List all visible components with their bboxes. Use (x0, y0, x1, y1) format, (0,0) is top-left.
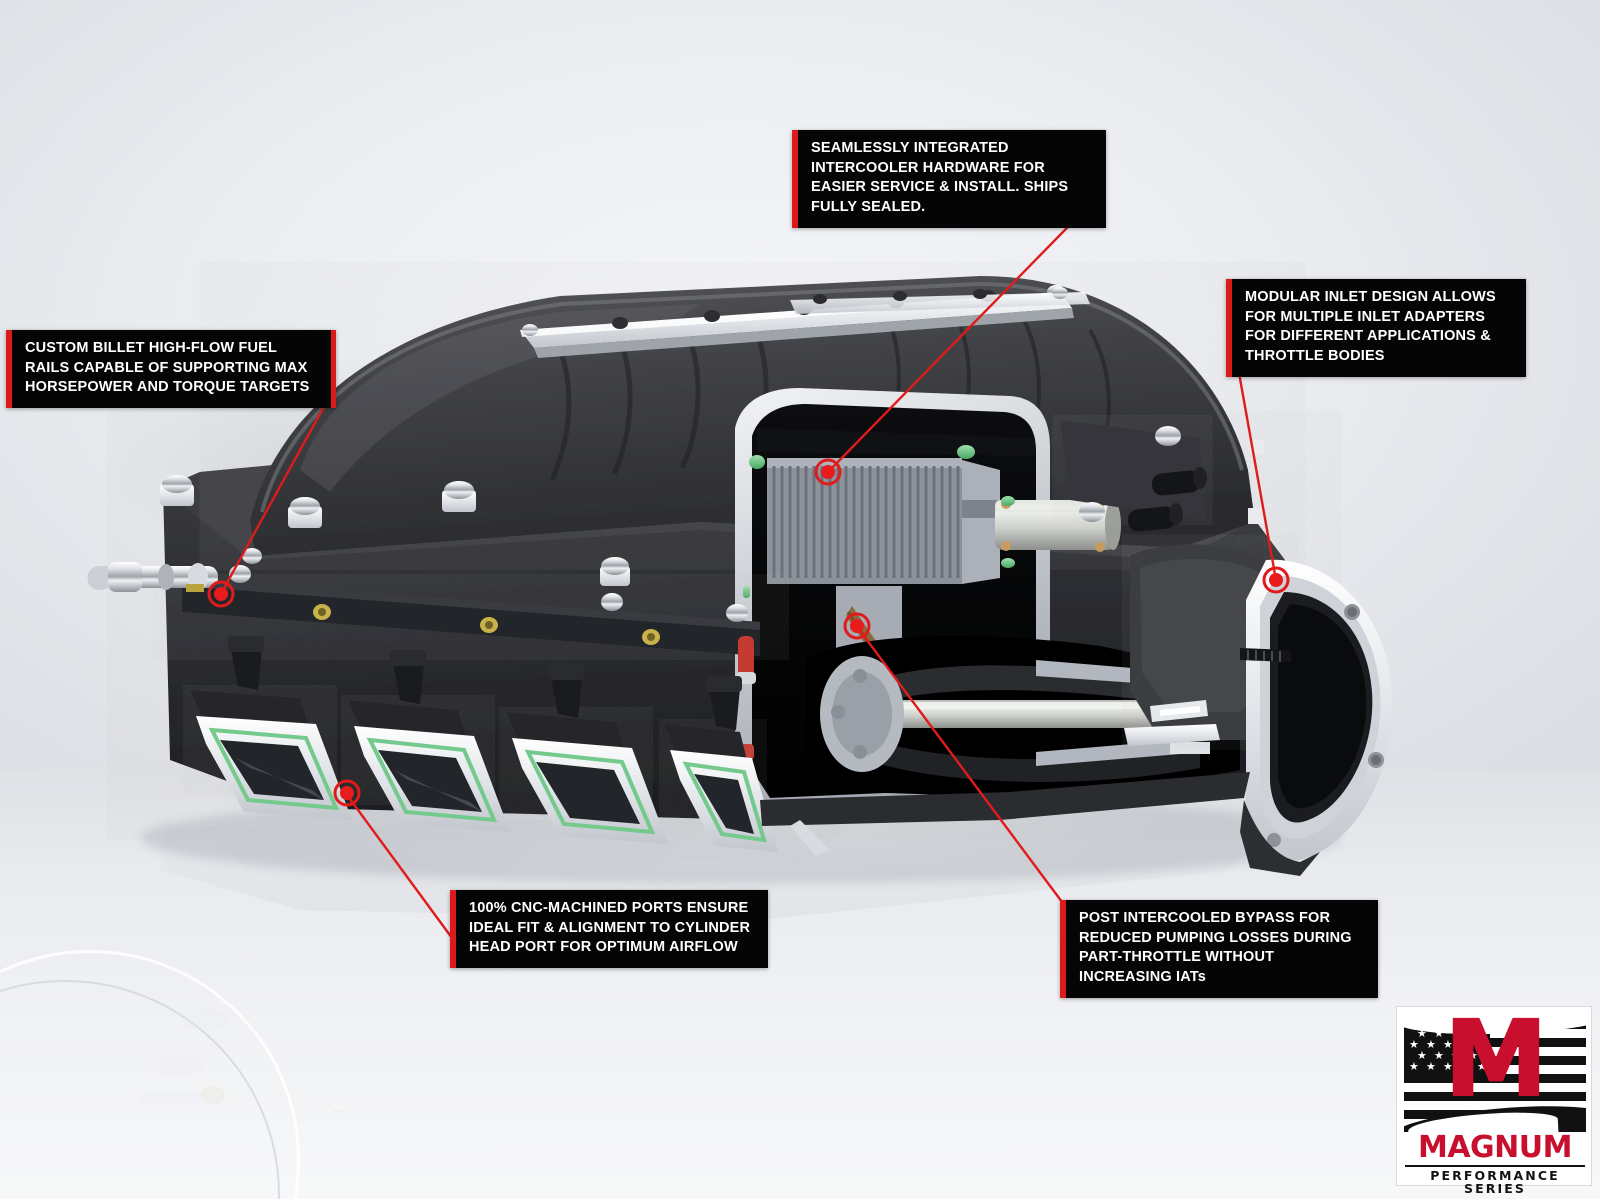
coolant-bolt-upper (1155, 426, 1181, 446)
intake-runner (190, 690, 352, 820)
callout-dot-bypass (843, 612, 871, 640)
leader-ports (346, 794, 453, 939)
logo-monogram: M (1443, 998, 1548, 1120)
callout-dot-intercooler (814, 458, 842, 486)
leader-fuelrail (220, 391, 334, 593)
callout-cnc-ports: 100% CNC-MACHINED PORTS ENSURE IDEAL FIT… (450, 890, 768, 969)
callout-dot-fuelrail (207, 580, 235, 608)
logo-tagline: PERFORMANCE SERIES (1405, 1165, 1585, 1195)
intercooler-fins (772, 466, 960, 578)
intercooler-core (757, 428, 1035, 584)
callout-dots (207, 458, 1290, 807)
intercooler-seals (743, 445, 1015, 598)
coolant-bolt-lower (1079, 502, 1105, 522)
fuel-rail-bolts (229, 565, 748, 622)
fuel-rail-bar (182, 578, 760, 656)
fuel-rail-fitting (87, 562, 218, 592)
injector-bosses (228, 636, 742, 730)
callout-dot-inlet (1262, 566, 1290, 594)
callout-leaders (220, 189, 1278, 939)
intake-runner (664, 724, 778, 852)
intake-runners (190, 636, 1250, 856)
callout-fuel-rail: CUSTOM BILLET HIGH-FLOW FUEL RAILS CAPAB… (6, 330, 336, 409)
coolant-ports (1060, 420, 1264, 532)
modular-inlet-flange (1240, 559, 1393, 876)
bypass-shutter (1240, 648, 1292, 662)
leader-intercooler (829, 189, 1105, 471)
lid-mounting-rail (520, 285, 1090, 358)
flag-graphic: ★★★★★ ★★★★ ★★★★★ ★★★★ ★★★★★ (1404, 1014, 1586, 1132)
fuel-rail-ports (313, 604, 660, 645)
magnum-logo: ★★★★★ ★★★★ ★★★★★ ★★★★ ★★★★★ M MAGNUM PER… (1396, 998, 1592, 1194)
leader-bypass (857, 627, 1063, 903)
intake-runner (506, 712, 668, 844)
manifold-mounting-bosses (160, 475, 630, 586)
callout-modular-inlet: MODULAR INLET DESIGN ALLOWS FOR MULTIPLE… (1226, 279, 1526, 377)
callout-intercooler: SEAMLESSLY INTEGRATED INTERCOOLER HARDWA… (792, 130, 1106, 228)
reflection-loose-parts (140, 1009, 346, 1112)
intake-runner (348, 700, 510, 832)
coolant-nipples (1127, 467, 1207, 532)
modular-inlet (1124, 544, 1393, 876)
callout-bypass: POST INTERCOOLED BYPASS FOR REDUCED PUMP… (1060, 900, 1378, 998)
leader-inlet (1232, 344, 1278, 581)
billet-fuel-rail (87, 562, 760, 760)
callout-dot-ports (333, 779, 361, 807)
logo-wordmark: MAGNUM (1417, 1130, 1573, 1165)
